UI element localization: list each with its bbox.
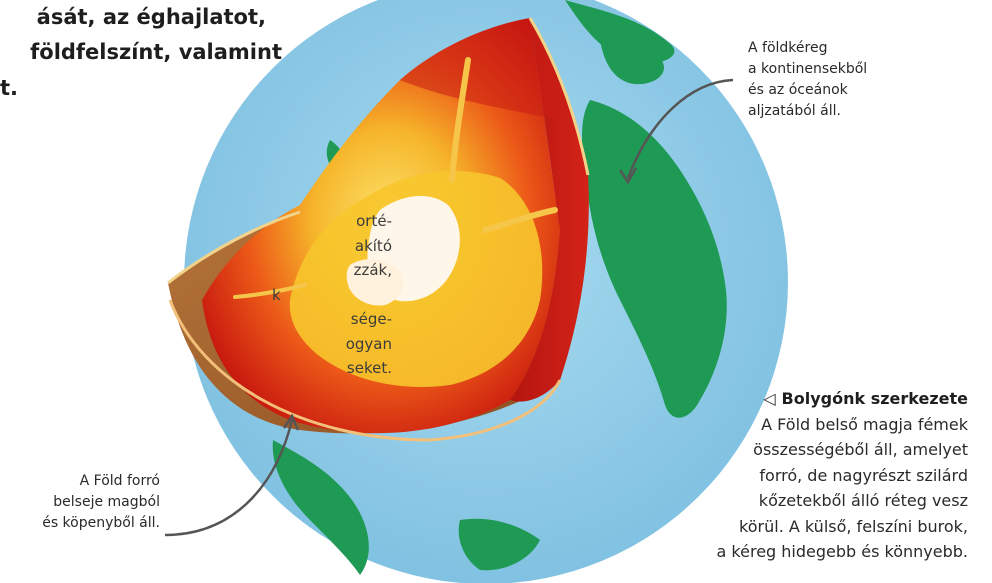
body-line: k [272,283,392,308]
body-line: zzák, [272,258,392,283]
structure-title-row: ◁ Bolygónk szerkezete [508,386,968,412]
body-text-fragment: orté- akító zzák, k sége- ogyan seket. [272,209,392,381]
structure-line: forró, de nagyrészt szilárd [508,463,968,489]
body-line: ogyan [272,332,392,357]
caption-line: és az óceánok [748,80,867,101]
structure-line: körül. A külső, felszíni burok, [508,514,968,540]
body-line: akító [272,234,392,259]
heading-line-1: ását, az éghajlatot, [37,1,266,33]
core-caption: A Föld forró belseje magból és köpenyből… [0,471,160,534]
caption-line: a kontinensekből [748,59,867,80]
structure-line: a kéreg hidegebb és könnyebb. [508,539,968,565]
caption-line: belseje magból [0,492,160,513]
heading-line-3: t. [0,72,18,104]
heading-line-2: földfelszínt, valamint [30,36,282,68]
triangle-left-icon: ◁ [763,389,775,408]
crust-caption: A földkéreg a kontinensekből és az óceán… [748,38,867,122]
body-line: seket. [272,356,392,381]
body-line: sége- [272,307,392,332]
caption-line: aljzatából áll. [748,101,867,122]
structure-caption: ◁ Bolygónk szerkezete A Föld belső magja … [508,386,968,565]
body-line: orté- [272,209,392,234]
caption-line: A Föld forró [0,471,160,492]
caption-line: és köpenyből áll. [0,513,160,534]
structure-line: A Föld belső magja fémek [508,412,968,438]
structure-line: kőzetekből álló réteg vesz [508,488,968,514]
structure-title: Bolygónk szerkezete [782,389,968,408]
structure-line: összességéből áll, amelyet [508,437,968,463]
caption-line: A földkéreg [748,38,867,59]
